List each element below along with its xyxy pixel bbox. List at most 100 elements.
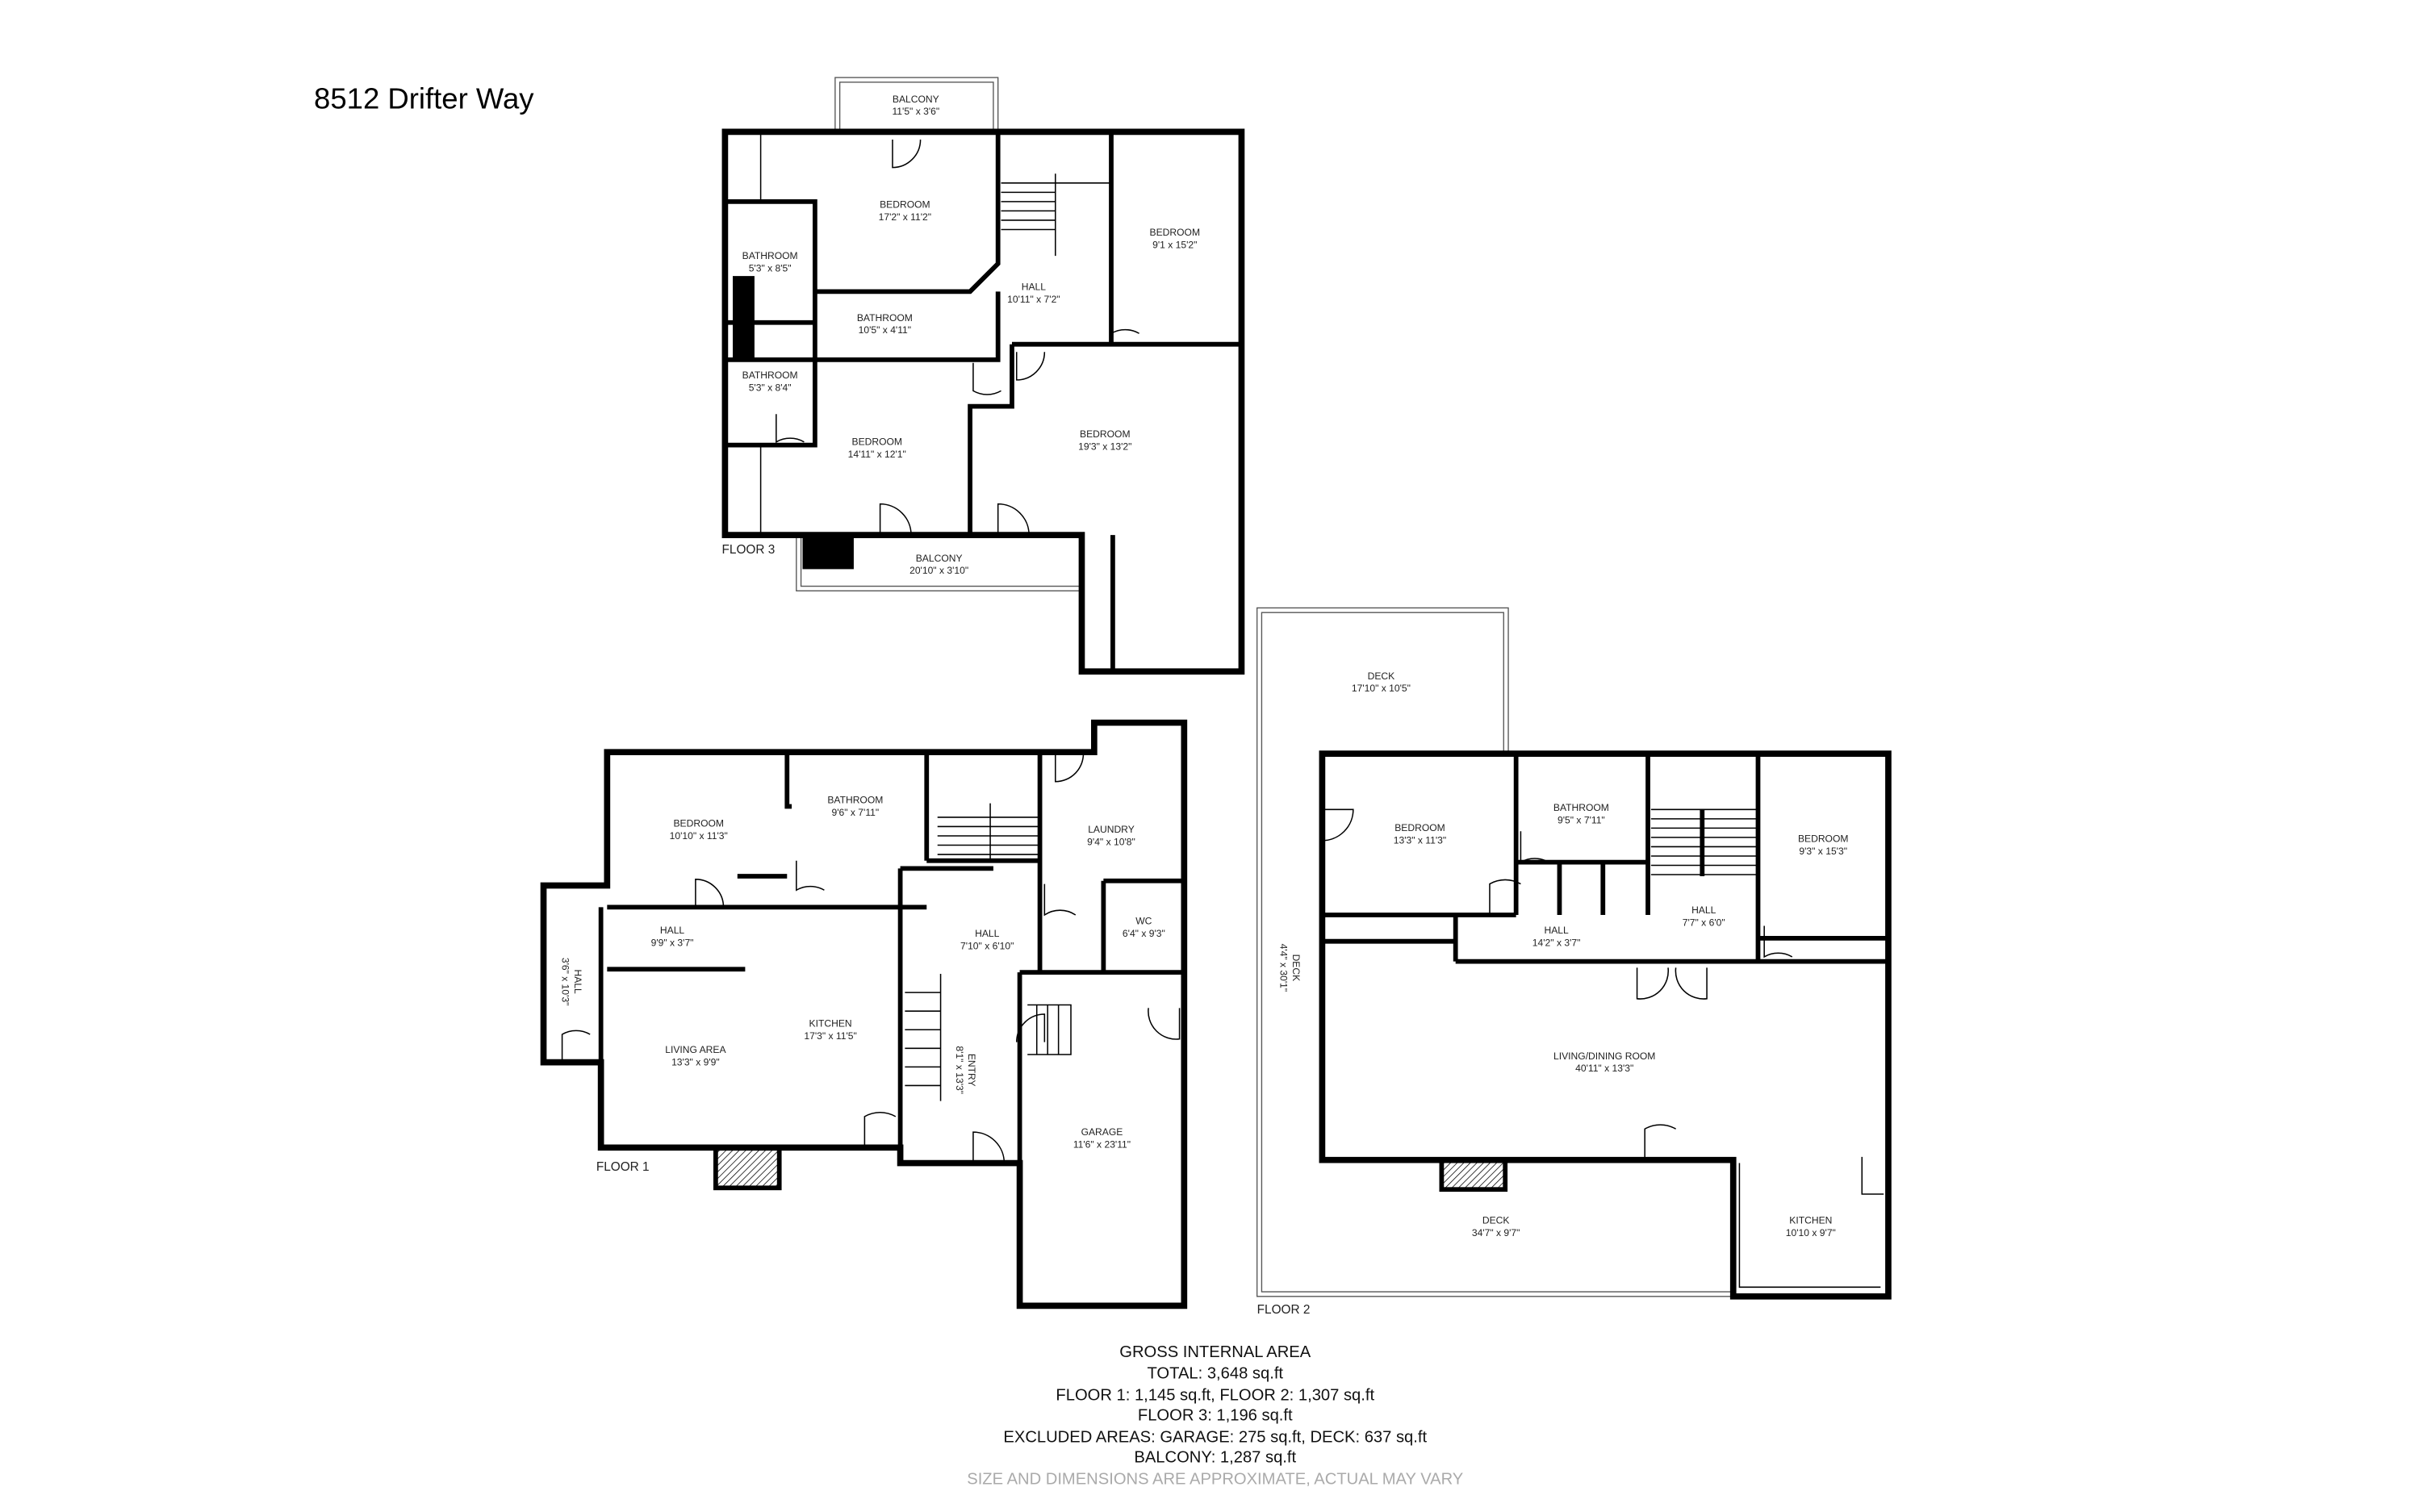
room-dims: 5'3" x 8'5" bbox=[749, 262, 792, 274]
disclaimer: SIZE AND DIMENSIONS ARE APPROXIMATE, ACT… bbox=[967, 1470, 1464, 1488]
room-dims: 9'1 x 15'2" bbox=[1152, 240, 1197, 251]
floor-1-exterior-walls bbox=[540, 719, 1188, 1309]
room-dims: 8'1" x 13'3" bbox=[954, 1046, 965, 1094]
floor-1-doors bbox=[561, 752, 1181, 1163]
rotated-deck-label: DECK 4'4" x 30'1" bbox=[1277, 944, 1301, 992]
room-dims: 10'5" x 4'11" bbox=[859, 324, 911, 336]
floor-2-label: FLOOR 2 bbox=[1257, 1303, 1311, 1317]
rotated-hall-label: HALL 3'6" x 10'3" bbox=[560, 958, 583, 1006]
room-dims: 17'10" x 10'5" bbox=[1352, 683, 1411, 694]
room-name: BEDROOM bbox=[1150, 227, 1201, 238]
room-dims: 14'11" x 12'1" bbox=[848, 449, 906, 460]
room-name: GARAGE bbox=[1081, 1126, 1123, 1138]
room-dims: 19'3" x 13'2" bbox=[1078, 441, 1131, 452]
room-name: KITCHEN bbox=[1789, 1214, 1832, 1226]
chimney-block bbox=[802, 535, 854, 570]
room-dims: 11'5" x 3'6" bbox=[892, 106, 939, 117]
floor-2-room-labels: DECK 17'10" x 10'5" BEDROOM 13'3" x 11'3… bbox=[1277, 670, 1848, 1238]
room-name: HALL bbox=[572, 970, 583, 995]
room-name: BEDROOM bbox=[852, 436, 902, 448]
room-dims: 17'3" x 11'5" bbox=[804, 1030, 856, 1042]
floor-2-exterior-walls bbox=[1319, 750, 1892, 1300]
room-name: LIVING AREA bbox=[665, 1044, 726, 1055]
floor-3-doors bbox=[776, 139, 1139, 536]
room-name: LAUNDRY bbox=[1088, 824, 1135, 835]
room-name: HALL bbox=[975, 928, 1000, 939]
rotated-entry-label: ENTRY 8'1" x 13'3" bbox=[954, 1046, 977, 1094]
room-dims: 10'11" x 7'2" bbox=[1007, 294, 1060, 305]
room-dims: 10'10" x 11'3" bbox=[670, 830, 728, 842]
room-name: LIVING/DINING ROOM bbox=[1553, 1050, 1655, 1062]
chase-block bbox=[733, 276, 755, 360]
room-dims: 9'5" x 7'11" bbox=[1558, 815, 1605, 826]
summary-balcony: BALCONY: 1,287 sq.ft bbox=[1134, 1448, 1296, 1466]
floor-2-interior-walls bbox=[1322, 754, 1888, 964]
fireplace bbox=[713, 1145, 782, 1191]
room-dims: 10'10 x 9'7" bbox=[1786, 1227, 1836, 1238]
room-name: BATHROOM bbox=[742, 370, 798, 381]
room-name: HALL bbox=[1691, 904, 1716, 916]
room-name: BATHROOM bbox=[857, 312, 913, 324]
deck-outline bbox=[1256, 607, 1733, 1297]
floor-1-stairs bbox=[905, 803, 1072, 1101]
summary-floor-3: FLOOR 3: 1,196 sq.ft bbox=[1138, 1407, 1293, 1425]
room-name: HALL bbox=[660, 925, 685, 936]
floor-3-plan: FLOOR 3 BALCONY 11'5" x 3'6" BEDROOM 17'… bbox=[721, 77, 1245, 675]
room-name: BEDROOM bbox=[1394, 822, 1445, 833]
room-name: DECK bbox=[1482, 1214, 1510, 1226]
room-name: BALCONY bbox=[893, 94, 939, 105]
room-name: BATHROOM bbox=[1553, 802, 1609, 813]
room-dims: 3'6" x 10'3" bbox=[560, 958, 571, 1006]
room-dims: 17'2" x 11'2" bbox=[879, 211, 931, 223]
room-name: KITCHEN bbox=[809, 1017, 852, 1029]
room-dims: 9'9" x 3'7" bbox=[651, 937, 694, 948]
floor-3-stairs-closets bbox=[759, 132, 1111, 536]
balcony-bottom-outline bbox=[796, 535, 1082, 591]
area-summary: GROSS INTERNAL AREA TOTAL: 3,648 sq.ft F… bbox=[967, 1343, 1464, 1489]
room-dims: 34'7" x 9'7" bbox=[1472, 1227, 1520, 1238]
room-name: ENTRY bbox=[966, 1054, 977, 1087]
room-name: BATHROOM bbox=[742, 250, 798, 261]
floor-2-doors bbox=[1322, 808, 1793, 1160]
room-name: BEDROOM bbox=[1080, 428, 1131, 440]
floor-2-stairs bbox=[1650, 808, 1884, 1289]
summary-heading: GROSS INTERNAL AREA bbox=[1119, 1343, 1311, 1361]
room-name: HALL bbox=[1022, 281, 1047, 292]
room-name: BALCONY bbox=[916, 553, 963, 564]
room-dims: 7'10" x 6'10" bbox=[960, 940, 1014, 951]
room-dims: 20'10" x 3'10" bbox=[909, 565, 968, 576]
room-dims: 9'6" x 7'11" bbox=[831, 807, 879, 818]
room-name: BATHROOM bbox=[827, 795, 883, 806]
room-dims: 9'4" x 10'8" bbox=[1087, 837, 1135, 848]
room-name: BEDROOM bbox=[880, 199, 930, 211]
room-dims: 13'3" x 9'9" bbox=[671, 1056, 720, 1067]
room-dims: 40'11" x 13'3" bbox=[1575, 1063, 1633, 1074]
room-name: BEDROOM bbox=[673, 817, 724, 829]
summary-floors-1-2: FLOOR 1: 1,145 sq.ft, FLOOR 2: 1,307 sq.… bbox=[1056, 1387, 1374, 1405]
room-dims: 11'6" x 23'11" bbox=[1073, 1138, 1131, 1150]
room-name: HALL bbox=[1544, 925, 1569, 936]
room-dims: 13'3" x 11'3" bbox=[1394, 835, 1446, 846]
room-dims: 14'2" x 3'7" bbox=[1532, 937, 1581, 948]
room-name: WC bbox=[1135, 916, 1152, 927]
room-dims: 4'4" x 30'1" bbox=[1277, 944, 1289, 992]
room-name: DECK bbox=[1290, 954, 1302, 982]
room-dims: 6'4" x 9'3" bbox=[1123, 928, 1165, 939]
floor-1-interior-walls bbox=[598, 752, 1185, 1163]
fireplace bbox=[1439, 1157, 1508, 1192]
floor-1-room-labels: BEDROOM 10'10" x 11'3" BATHROOM 9'6" x 7… bbox=[560, 795, 1165, 1151]
room-dims: 9'3" x 15'3" bbox=[1799, 846, 1847, 857]
room-dims: 7'7" x 6'0" bbox=[1683, 917, 1725, 928]
room-name: DECK bbox=[1368, 670, 1395, 682]
summary-excluded: EXCLUDED AREAS: GARAGE: 275 sq.ft, DECK:… bbox=[1003, 1429, 1427, 1447]
room-name: BEDROOM bbox=[1798, 833, 1849, 845]
floor-3-room-labels: BALCONY 11'5" x 3'6" BEDROOM 17'2" x 11'… bbox=[742, 94, 1200, 576]
floor-3-interior-walls bbox=[725, 132, 1242, 672]
floor-2-plan: FLOOR 2 DECK 17'10" x 10'5" BEDROOM 13'3… bbox=[1256, 607, 1892, 1317]
floor-3-label: FLOOR 3 bbox=[722, 543, 776, 557]
floor-1-plan: FLOOR 1 BEDROOM 10'10" x 11'3" BATHROOM … bbox=[540, 719, 1188, 1309]
floor-3-exterior-walls bbox=[721, 128, 1245, 675]
property-title: 8512 Drifter Way bbox=[314, 82, 534, 115]
floor-1-label: FLOOR 1 bbox=[596, 1160, 650, 1174]
